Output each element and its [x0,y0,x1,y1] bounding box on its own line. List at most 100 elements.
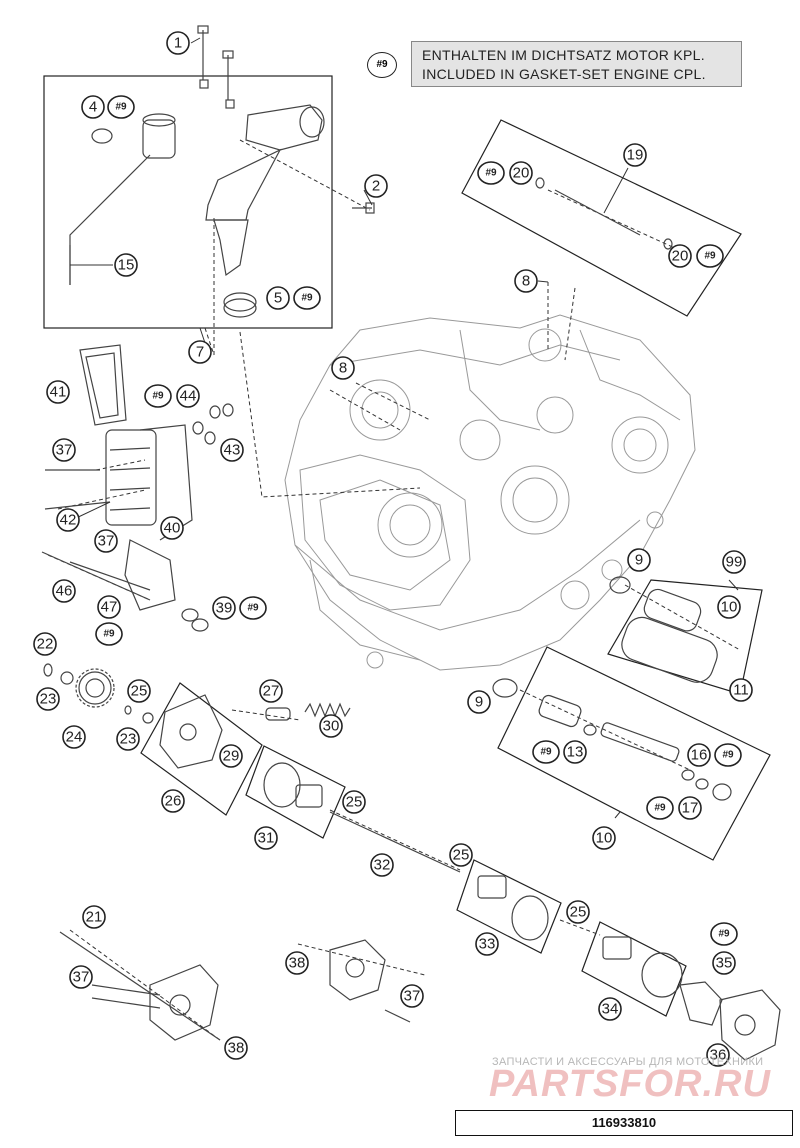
svg-text:44: 44 [180,388,197,405]
svg-text:7: 7 [196,344,204,361]
callout-39: 39 [212,596,236,620]
callout-25a: 25 [127,679,151,703]
callout-23a: 23 [36,687,60,711]
pump-housing-36 [719,989,781,1061]
engine-crankcase [284,314,696,671]
svg-text:#9: #9 [115,102,127,113]
svg-text:25: 25 [570,904,587,921]
svg-text:8: 8 [339,360,347,377]
svg-text:5: 5 [274,290,282,307]
shaft-19 [535,177,673,250]
callout-37c: 37 [69,965,93,989]
svg-text:99: 99 [726,554,743,571]
svg-text:#9: #9 [247,603,259,614]
callout-21: 21 [82,905,106,929]
svg-text:20: 20 [513,165,530,182]
svg-text:23: 23 [120,731,137,748]
sleeves-44-43 [192,403,234,445]
svg-text:16: 16 [691,747,708,764]
o-ring-5 [223,292,257,312]
svg-text:20: 20 [672,248,689,265]
rotor-34-box [581,921,687,1017]
callout-26: 26 [161,789,185,813]
callout-25d: 25 [566,900,590,924]
rotor-31 [263,762,323,808]
callout-38b: 38 [285,951,309,975]
svg-text:38: 38 [228,1040,245,1057]
callout-11: 11 [729,678,753,702]
svg-text:46: 46 [56,583,73,600]
gasket-35 [679,981,723,1026]
callout-40: 40 [160,516,184,540]
gasket-set-badge: #9 [367,52,397,78]
oil-filter-assembly [609,576,718,683]
callout-30: 30 [319,714,343,738]
svg-text:29: 29 [223,748,240,765]
seal-9 [492,678,518,698]
svg-text:37: 37 [404,988,421,1005]
callout-5-ref: #9 [293,286,321,310]
rotor-34 [602,936,683,998]
svg-text:40: 40 [164,520,181,537]
svg-text:37: 37 [98,533,115,550]
svg-text:32: 32 [374,857,391,874]
spring-30 [265,702,351,721]
callout-16: 16 [687,743,711,767]
callout-99: 99 [722,550,746,574]
callout-36: 36 [706,1043,730,1067]
pump-cover-26 [159,694,223,769]
svg-text:47: 47 [101,599,118,616]
callout-33: 33 [475,932,499,956]
callout-7: 7 [188,340,212,364]
svg-text:27: 27 [263,683,280,700]
callout-44-ref: #9 [144,384,172,408]
svg-text:42: 42 [60,512,77,529]
svg-text:25: 25 [346,794,363,811]
callout-25c: 25 [449,843,473,867]
callout-1: 1 [166,31,190,55]
callout-8b: 8 [331,356,355,380]
callout-17: 17 [678,796,702,820]
callout-19-ref-a: #9 [477,161,505,185]
callout-38a: 38 [224,1036,248,1060]
oil-filter-group-box [607,579,763,695]
gasket-set-notice: ENTHALTEN IM DICHTSATZ MOTOR KPL. INCLUD… [411,41,742,87]
callout-13-ref: #9 [532,740,560,764]
notice-line-de: ENTHALTEN IM DICHTSATZ MOTOR KPL. [422,47,705,63]
gasket-41 [79,344,127,426]
svg-text:11: 11 [733,682,749,699]
svg-text:#9: #9 [704,251,716,262]
svg-text:43: 43 [224,442,241,459]
callout-19: 19 [623,143,647,167]
svg-text:2: 2 [372,178,380,195]
oil-cooler-40 [105,424,193,611]
svg-text:#9: #9 [485,168,497,179]
rotor-33-box [456,859,562,954]
callout-5: 5 [266,286,290,310]
pressure-valve-group-box [497,646,771,861]
callout-46: 46 [52,579,76,603]
callout-23b: 23 [116,727,140,751]
svg-text:25: 25 [453,847,470,864]
callout-19-ref-b: #9 [696,244,724,268]
svg-text:24: 24 [66,729,83,746]
circlips-22-23 [43,663,154,724]
callout-16-ref: #9 [714,743,742,767]
callout-2: 2 [364,174,388,198]
svg-text:41: 41 [50,384,67,401]
callout-10b: 10 [592,826,616,850]
rotor-31-box [245,745,346,839]
callout-37d: 37 [400,984,424,1008]
svg-text:#9: #9 [654,803,666,814]
callout-41: 41 [46,380,70,404]
drawing-number: 116933810 [455,1110,793,1136]
callout-13: 13 [563,740,587,764]
watermark-tagline: ЗАПЧАСТИ И АКСЕССУАРЫ ДЛЯ МОТОТЕХНИКИ [492,1056,764,1068]
callout-27: 27 [259,679,283,703]
pump-cover-box [140,682,263,816]
svg-text:34: 34 [602,1001,619,1018]
svg-text:22: 22 [37,636,54,653]
svg-text:9: 9 [475,694,483,711]
svg-text:17: 17 [682,800,699,817]
callout-20b: 20 [668,244,692,268]
